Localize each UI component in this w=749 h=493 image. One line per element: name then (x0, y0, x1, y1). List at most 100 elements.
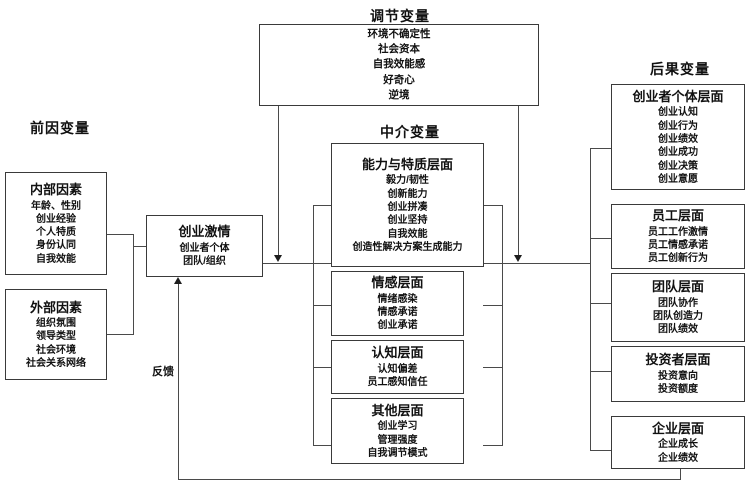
box-item: 逆境 (388, 88, 410, 101)
box-item: 好奇心 (383, 73, 415, 86)
core-box-entrepreneurial-passion[interactable]: 创业激情 创业者个体 团队/组织 (146, 215, 263, 277)
connector-moderator-left-vertical (278, 105, 279, 257)
box-title: 能力与特质层面 (361, 156, 453, 172)
connector-mediator-stub-left-2 (313, 305, 332, 306)
connector-outcome-stub-3 (590, 303, 612, 304)
box-item: 企业成长 (658, 439, 698, 451)
mediator-box-cognition[interactable]: 认知层面 认知偏差 员工感知信任 (331, 340, 464, 394)
mediator-box-ability-traits[interactable]: 能力与特质层面 毅力/韧性 创新能力 创业拼凑 创业坚持 自我效能 创造性解决方… (331, 143, 484, 267)
antecedent-box-external[interactable]: 外部因素 组织氛围 领导类型 社会环境 社会关系网络 (5, 289, 107, 380)
connector-mediator-to-outcome (502, 263, 591, 264)
box-item: 创业承诺 (377, 320, 418, 332)
box-item: 社会资本 (378, 43, 420, 56)
box-title: 其他层面 (371, 402, 424, 418)
box-item: 创业经验 (36, 213, 76, 225)
connector-mediator-stub-left-4 (313, 445, 332, 446)
box-item: 领导类型 (36, 331, 76, 343)
section-title-mediator: 中介变量 (380, 124, 440, 140)
box-item: 自我效能 (387, 228, 428, 240)
box-item: 团队协作 (658, 297, 698, 309)
box-item: 自我调节模式 (367, 447, 428, 459)
box-item: 员工工作激情 (648, 226, 708, 238)
box-title: 外部因素 (29, 299, 82, 315)
connector-mediator-stub-left-1 (313, 205, 332, 206)
box-item: 员工感知信任 (367, 377, 428, 389)
arrow-feedback (174, 277, 182, 284)
box-item: 管理强度 (377, 434, 418, 446)
outcome-box-investor[interactable]: 投资者层面 投资意向 投资额度 (611, 346, 745, 402)
section-title-antecedent: 前因变量 (30, 120, 90, 136)
box-item: 创业者个体 (179, 242, 230, 254)
connector-mediator-right-vertical (502, 205, 503, 445)
connector-outcome-stub-5 (590, 450, 612, 451)
outcome-box-employee[interactable]: 员工层面 员工工作激情 员工情感承诺 员工创新行为 (611, 204, 745, 269)
box-item: 创业行为 (658, 120, 698, 132)
antecedent-box-internal[interactable]: 内部因素 年龄、性别 创业经验 个人特质 身份认同 自我效能 (5, 172, 107, 275)
outcome-box-team[interactable]: 团队层面 团队协作 团队创造力 团队绩效 (611, 273, 745, 342)
box-item: 投资额度 (658, 384, 698, 396)
connector-antecedent-bracket-vertical (133, 234, 134, 335)
box-item: 员工创新行为 (648, 253, 708, 265)
connector-mediator-stub-left-3 (313, 367, 332, 368)
connector-external-to-bracket (107, 334, 134, 335)
outcome-box-enterprise[interactable]: 企业层面 企业成长 企业绩效 (611, 416, 745, 469)
box-item: 认知偏差 (377, 363, 418, 375)
box-item: 创业坚持 (387, 215, 428, 227)
connector-outcome-stub-1 (590, 148, 612, 149)
box-item: 年龄、性别 (31, 200, 81, 212)
connector-moderator-right-vertical (518, 105, 519, 257)
box-item: 团队创造力 (653, 311, 703, 323)
box-item: 团队绩效 (658, 324, 698, 336)
box-item: 投资意向 (658, 370, 698, 382)
box-item: 创业认知 (658, 107, 698, 119)
box-item: 环境不确定性 (367, 27, 431, 40)
arrow-moderator-left (274, 255, 282, 262)
connector-outcome-bracket-vertical (590, 148, 591, 450)
moderator-box[interactable]: 环境不确定性 社会资本 自我效能感 好奇心 逆境 (259, 24, 539, 106)
box-item: 创新能力 (387, 188, 428, 200)
box-title: 认知层面 (371, 345, 424, 361)
connector-feedback-up (178, 283, 179, 479)
box-title: 企业层面 (651, 420, 704, 436)
connector-outcome-stub-4 (590, 371, 612, 372)
connector-bracket-to-passion (133, 246, 147, 247)
feedback-label: 反馈 (152, 366, 174, 378)
box-item: 情感承诺 (377, 307, 418, 319)
connector-feedback-bottom (178, 479, 681, 480)
box-item: 创业学习 (377, 421, 418, 433)
box-item: 企业绩效 (658, 452, 698, 464)
box-title: 投资者层面 (645, 352, 711, 368)
connector-outcome-stub-2 (590, 238, 612, 239)
connector-mediator-stub-right-2 (483, 305, 503, 306)
box-item: 创业决策 (658, 160, 698, 172)
box-item: 创业意愿 (658, 173, 698, 185)
mediator-box-emotion[interactable]: 情感层面 情绪感染 情感承诺 创业承诺 (331, 271, 464, 336)
connector-mediator-stub-right-3 (483, 367, 503, 368)
box-item: 个人特质 (36, 227, 76, 239)
box-item: 自我效能感 (372, 58, 426, 71)
box-item: 社会关系网络 (26, 358, 86, 370)
box-item: 创业绩效 (658, 133, 698, 145)
box-item: 身份认同 (36, 240, 76, 252)
box-item: 创业拼凑 (387, 201, 428, 213)
box-item: 员工情感承诺 (648, 240, 708, 252)
connector-mediator-left-vertical (313, 205, 314, 445)
box-item: 社会环境 (36, 344, 76, 356)
box-title: 团队层面 (651, 279, 704, 295)
box-title: 情感层面 (371, 275, 424, 291)
section-title-outcome: 后果变量 (650, 61, 710, 77)
outcome-box-entrepreneur-individual[interactable]: 创业者个体层面 创业认知 创业行为 创业绩效 创业成功 创业决策 创业意愿 (611, 84, 745, 190)
box-item: 自我效能 (36, 253, 76, 265)
connector-feedback-down (680, 468, 681, 480)
box-title: 内部因素 (29, 181, 82, 197)
box-item: 团队/组织 (183, 256, 226, 268)
box-title: 创业者个体层面 (632, 88, 724, 104)
box-item: 毅力/韧性 (386, 175, 429, 187)
section-title-moderator: 调节变量 (370, 8, 430, 24)
box-item: 创业成功 (658, 147, 698, 159)
box-item: 情绪感染 (377, 293, 418, 305)
arrow-moderator-right (514, 255, 522, 262)
connector-internal-to-bracket (107, 234, 134, 235)
mediator-box-other[interactable]: 其他层面 创业学习 管理强度 自我调节模式 (331, 398, 464, 464)
